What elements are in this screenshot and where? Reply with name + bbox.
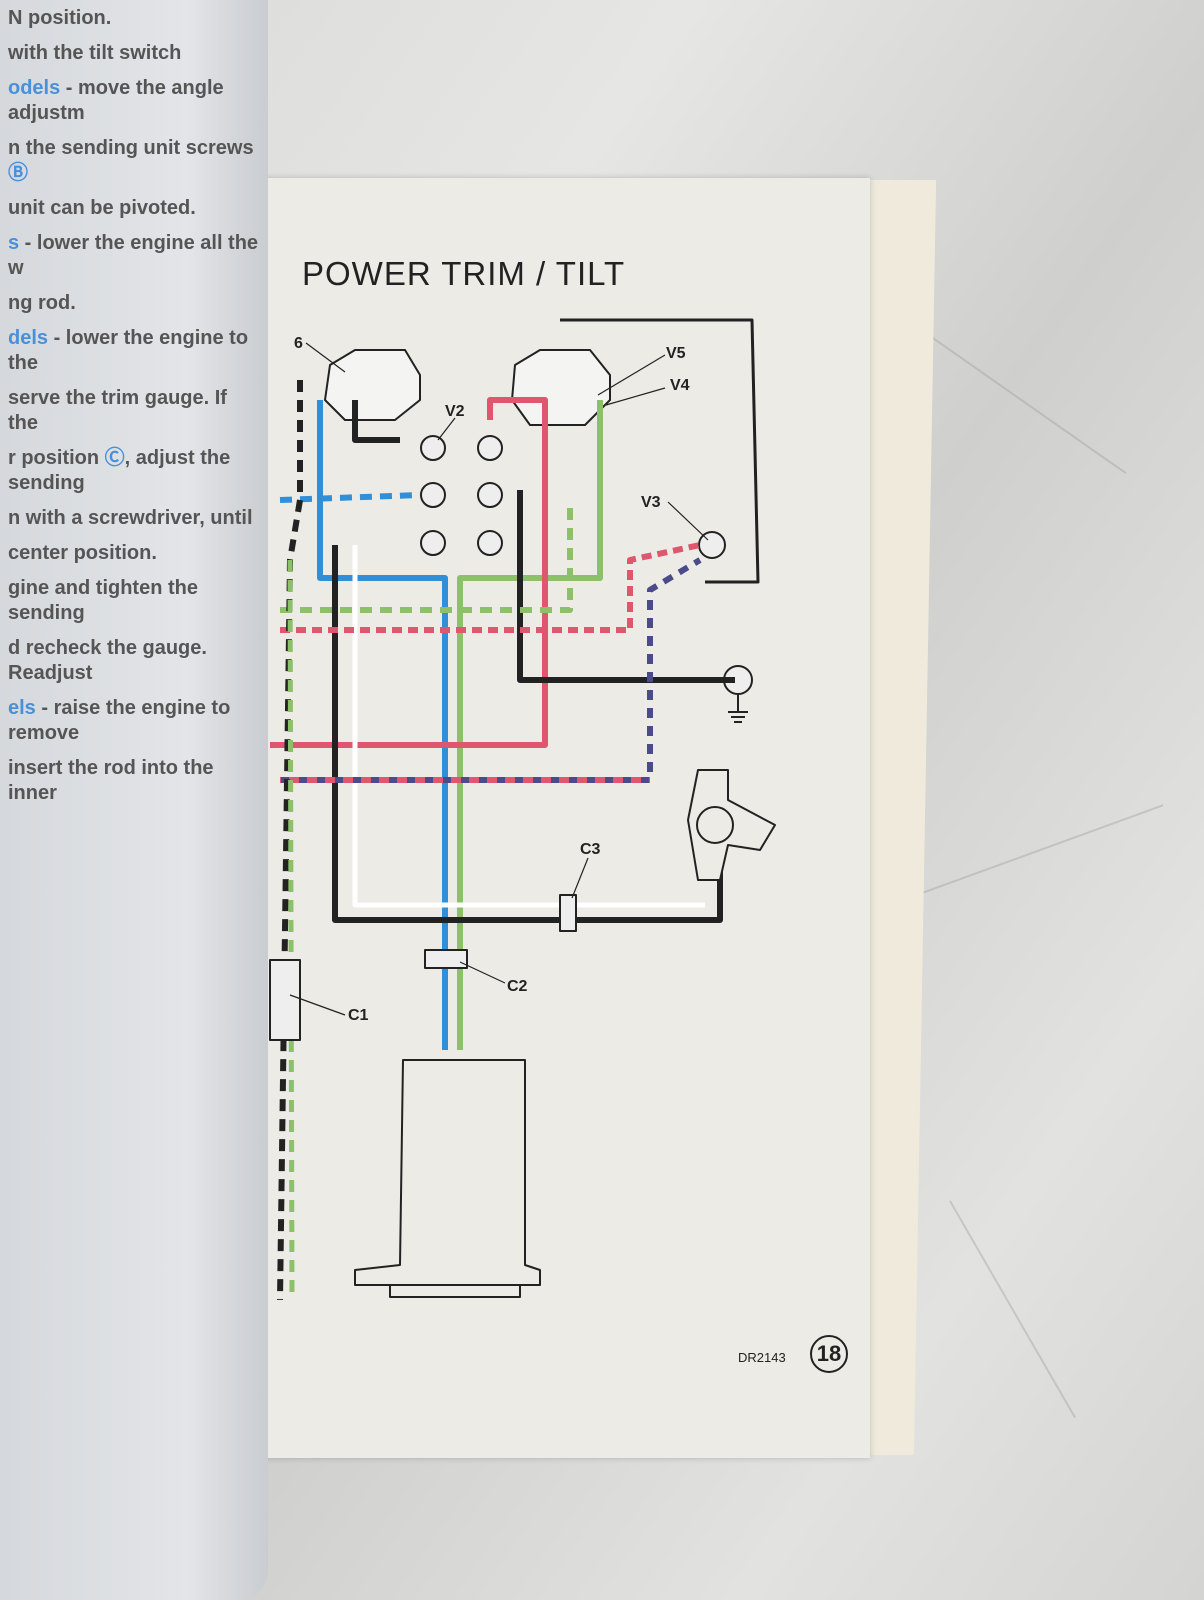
label-6: 6 xyxy=(294,335,303,352)
left-page-text-line: d recheck the gauge. Readjust xyxy=(8,636,260,686)
label-v4: V4 xyxy=(670,377,690,394)
left-page-text-text: gine and tighten the sending xyxy=(8,577,198,624)
left-page-text-hl: Ⓑ xyxy=(8,162,28,184)
left-page-text-line: els - raise the engine to remove xyxy=(8,696,260,746)
left-page-text-text: - lower the engine all the w xyxy=(8,232,259,279)
left-page-text-pre: r position xyxy=(8,447,105,469)
label-v2: V2 xyxy=(445,403,465,420)
label-v3: V3 xyxy=(641,494,661,511)
left-page-text-text: with the tilt switch xyxy=(8,42,182,64)
wire-blue-white xyxy=(279,492,421,503)
terminal-block xyxy=(420,435,753,695)
drawing-code: DR2143 xyxy=(738,1350,786,1365)
diagram-frame xyxy=(560,318,760,584)
left-page-text-line: center position. xyxy=(8,541,260,566)
left-page-text-text: - move the angle adjustm xyxy=(8,77,224,124)
left-page-text-text: insert the rod into the inner xyxy=(8,757,214,804)
left-page-text-hl: odels xyxy=(8,77,61,99)
wire-ground xyxy=(517,490,735,683)
left-page-text-line: N position. xyxy=(8,6,260,31)
left-page-text-hl: els xyxy=(8,697,36,719)
left-page-text-line: ng rod. xyxy=(8,291,260,316)
left-page-text-pre: n the sending unit screws xyxy=(8,137,254,159)
left-page-text-text: serve the trim gauge. If the xyxy=(8,387,227,434)
wire-black xyxy=(352,400,400,443)
wire-harness xyxy=(277,380,303,1301)
wire-black-c3 xyxy=(332,545,723,923)
left-page-text-hl: dels xyxy=(8,327,49,349)
page-number: 18 xyxy=(810,1335,848,1373)
ground-icon xyxy=(728,694,748,723)
left-page-text-text: N position. xyxy=(8,7,112,29)
left-page: N position. with the tilt switch odels - m… xyxy=(0,0,268,1600)
wire-green-white xyxy=(280,500,573,613)
page-title: POWER TRIM / TILT xyxy=(302,255,626,292)
clamp-c2 xyxy=(424,949,468,969)
left-page-text-line: dels - lower the engine to the xyxy=(8,326,260,376)
wire-purple-red xyxy=(280,557,702,783)
left-page-text-text: unit can be pivoted. xyxy=(8,197,196,219)
left-page-text-line: odels - move the angle adjustm xyxy=(8,76,260,126)
left-page-text-text: center position. xyxy=(8,542,157,564)
left-page-text-line: with the tilt switch xyxy=(8,41,260,66)
left-page-text-text: - raise the engine to remove xyxy=(8,697,231,744)
label-v5: V5 xyxy=(666,345,686,362)
wire-red-white xyxy=(280,542,701,633)
left-page-text-line: serve the trim gauge. If the xyxy=(8,386,260,436)
left-page-text-line: n the sending unit screws Ⓑ xyxy=(8,136,260,186)
connector-left xyxy=(324,349,421,421)
left-page-text-text: d recheck the gauge. Readjust xyxy=(8,637,207,684)
left-page-text-hl: s xyxy=(8,232,20,254)
left-page-text-line: s - lower the engine all the w xyxy=(8,231,260,281)
trim-motor xyxy=(354,1059,541,1286)
left-page-text-text: - lower the engine to the xyxy=(8,327,249,374)
wire-green xyxy=(457,400,603,1050)
label-c2: C2 xyxy=(507,978,528,995)
left-page-text-text: n with a screwdriver, until xyxy=(8,507,253,529)
left-page-text-text: , adjust the sending xyxy=(8,447,231,494)
left-page-text-line: r position Ⓒ, adjust the sending xyxy=(8,446,260,496)
left-page-text-line: insert the rod into the inner xyxy=(8,756,260,806)
clamp-c3 xyxy=(559,894,577,932)
left-page-text-text: ng rod. xyxy=(8,292,76,314)
connector-right xyxy=(511,349,611,426)
wire-red xyxy=(270,397,548,748)
clamp-c1 xyxy=(269,959,301,1041)
left-page-text-line: gine and tighten the sending xyxy=(8,576,260,626)
label-c1: C1 xyxy=(348,1007,369,1024)
wire-blue xyxy=(317,400,448,1050)
left-page-text-line: unit can be pivoted. xyxy=(8,196,260,221)
label-c3: C3 xyxy=(580,841,601,858)
left-page-text-line: n with a screwdriver, until xyxy=(8,506,260,531)
left-page-text-hl: Ⓒ xyxy=(104,447,125,469)
